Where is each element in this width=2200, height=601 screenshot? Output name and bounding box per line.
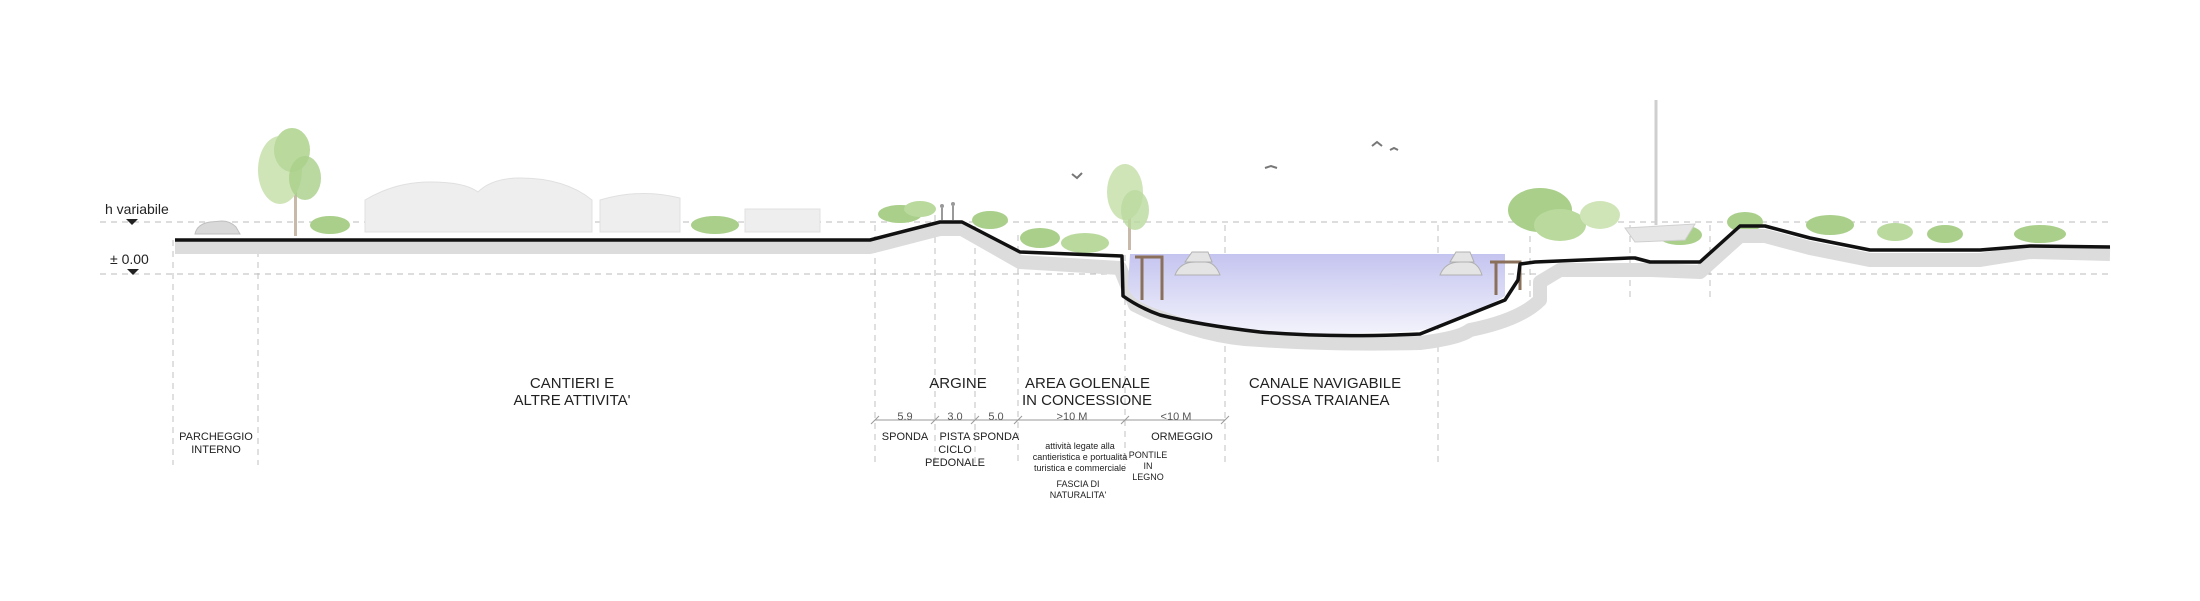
zone-label-argine: ARGINE (929, 375, 987, 392)
buildings-background (364, 177, 821, 233)
sailboat-icon (1624, 100, 1696, 243)
svg-text:PEDONALE: PEDONALE (925, 457, 985, 469)
zone-label-cantieri: CANTIERI E ALTRE ATTIVITA' (513, 375, 630, 409)
ground-shadow (175, 222, 2111, 351)
label-ormeggio: ORMEGGIO (1151, 431, 1213, 443)
svg-text:ORMEGGIO: ORMEGGIO (1151, 431, 1213, 443)
svg-text:5.9: 5.9 (897, 411, 912, 423)
label-sponda-left: SPONDA (882, 431, 929, 443)
canal-water (1128, 254, 1505, 334)
pontile-structure (1135, 255, 1522, 300)
label-fascia: FASCIA DI NATURALITA' (1050, 479, 1107, 500)
label-pontile: PONTILE IN LEGNO (1129, 450, 1168, 482)
svg-text:<10 M: <10 M (1161, 411, 1192, 423)
zone-label-golenale: AREA GOLENALE IN CONCESSIONE (1022, 375, 1152, 409)
svg-text:PISTA: PISTA (940, 431, 972, 443)
svg-text:3.0: 3.0 (947, 411, 962, 423)
label-parcheggio: PARCHEGGIO INTERNO (179, 431, 253, 456)
svg-text:>10 M: >10 M (1057, 411, 1088, 423)
zone-label-canale: CANALE NAVIGABILE FOSSA TRAIANEA (1249, 375, 1401, 409)
svg-text:NATURALITA': NATURALITA' (1050, 490, 1107, 500)
svg-text:ALTRE ATTIVITA': ALTRE ATTIVITA' (513, 392, 630, 409)
label-attivita: attività legate alla cantieristica e por… (1033, 441, 1128, 473)
label-pista: PISTA CICLO PEDONALE (925, 431, 985, 469)
level-marker-zero: ± 0.00 (110, 251, 149, 275)
level-label-top: h variabile (105, 201, 169, 217)
svg-text:cantieristica e portualità: cantieristica e portualità (1033, 452, 1128, 462)
svg-text:IN CONCESSIONE: IN CONCESSIONE (1022, 392, 1152, 409)
svg-text:AREA GOLENALE: AREA GOLENALE (1025, 375, 1150, 392)
svg-text:5.0: 5.0 (988, 411, 1003, 423)
svg-text:ARGINE: ARGINE (929, 375, 987, 392)
svg-text:CICLO: CICLO (938, 444, 972, 456)
level-marker-top: h variabile (105, 201, 169, 225)
label-sponda-right: SPONDA (973, 431, 1020, 443)
svg-text:SPONDA: SPONDA (973, 431, 1020, 443)
boat-icons (1174, 251, 1483, 276)
vegetation (258, 128, 2066, 253)
svg-text:FASCIA DI: FASCIA DI (1056, 479, 1099, 489)
svg-text:turistica e commerciale: turistica e commerciale (1034, 463, 1126, 473)
level-label-zero: ± 0.00 (110, 251, 149, 267)
ground-profile-line (175, 220, 2111, 338)
dimension-values: 5.9 3.0 5.0 >10 M <10 M (897, 411, 1191, 423)
person-icons (940, 202, 955, 220)
svg-text:PONTILE: PONTILE (1129, 450, 1168, 460)
svg-text:SPONDA: SPONDA (882, 431, 929, 443)
svg-text:CANTIERI E: CANTIERI E (530, 375, 614, 392)
svg-text:INTERNO: INTERNO (191, 444, 241, 456)
svg-text:LEGNO: LEGNO (1132, 472, 1164, 482)
svg-text:CANALE NAVIGABILE: CANALE NAVIGABILE (1249, 375, 1401, 392)
svg-text:PARCHEGGIO: PARCHEGGIO (179, 431, 253, 443)
car-icon (194, 220, 241, 235)
svg-text:attività legate alla: attività legate alla (1045, 441, 1115, 451)
svg-text:FOSSA TRAIANEA: FOSSA TRAIANEA (1261, 392, 1390, 409)
bird-icons (1071, 140, 1399, 180)
dimension-line (870, 415, 1230, 425)
svg-text:IN: IN (1144, 461, 1153, 471)
